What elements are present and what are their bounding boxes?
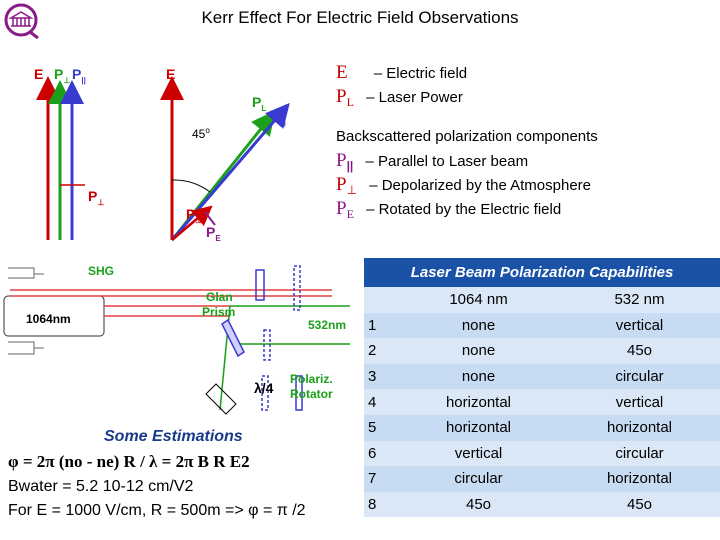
cell-532: 45o [559,491,720,518]
table-row: 7 circular horizontal [364,466,720,492]
column-header-532: 532 nm [559,287,720,313]
cell-532: horizontal [606,419,673,437]
page-title: Kerr Effect For Electric Field Observati… [201,8,519,27]
label-pperp-left: P⊥ [54,66,71,85]
row-index: 7 [368,470,377,488]
cell-1064: horizontal [445,419,512,437]
cell-1064: none [461,316,496,334]
row-index: 3 [368,368,377,386]
cell-532: 45o [559,338,720,364]
row-index: 1 [368,316,377,334]
table-row: 5 horizontal horizontal [364,415,720,441]
cell-532: horizontal [606,470,673,488]
cell-532: vertical [615,316,664,334]
row-index: 5 [368,419,377,437]
cell-532: circular [559,440,720,467]
label-ppar-left: P|| [72,66,86,85]
rotator-label-1: Polariz. [290,372,333,386]
quarter-wave-label: λ/4 [254,380,274,396]
label-pbottom-left: P⊥ [88,188,105,207]
estimation-phase-formula: φ = 2π (no - ne) R / λ = 2π B R E2 [8,452,250,471]
angle-label: 45o [192,126,210,141]
estimation-b-water: Bwater = 5.2 10-12 cm/V2 [8,478,194,495]
label-pperp-right: P⊥ [186,206,203,225]
backscatter-heading: Backscattered polarization components [336,128,598,145]
pe-vector [204,211,216,226]
table-header-row: 1064 nm 532 nm [364,287,720,313]
label-e-right: E [166,66,176,82]
p-perp-vector-2 [171,205,213,241]
estimations-heading: Some Estimations [104,428,243,445]
label-pe-right: PE [206,224,221,243]
row-index: 8 [364,491,398,518]
label-ppar-right: P|| [272,108,286,127]
angle-arc [171,179,211,193]
glan-prism-label-2: Prism [202,305,236,319]
green-wavelength-label: 532nm [308,318,347,332]
table-row: 3 none circular [364,364,720,390]
backscatter-depolarized: P⊥ – Depolarized by the Atmosphere [336,174,592,197]
cell-532: circular [615,368,664,386]
label-pl-right: PL [252,94,267,113]
cell-1064: vertical [398,440,559,467]
backscatter-parallel: P|| – Parallel to Laser beam [336,150,529,173]
laser-wavelength-label: 1064nm [26,312,71,326]
cell-1064: horizontal [398,389,559,415]
p-par-vector-2 [170,102,290,241]
label-e-left: E [34,66,44,82]
row-index: 2 [364,338,398,364]
cell-532: vertical [559,389,720,415]
optics-schematic [3,265,350,415]
cell-1064: 45o [398,491,559,518]
column-header-1064: 1064 nm [398,287,559,313]
backscatter-rotated: PE – Rotated by the Electric field [336,198,562,221]
rotator-label-2: Rotator [290,387,333,401]
table-corner [364,287,398,313]
cell-1064: circular [454,470,503,488]
row-index: 4 [364,389,398,415]
legend-laser-power: PL – Laser Power [336,86,463,109]
institution-logo [4,3,39,40]
cell-1064: none [461,368,496,386]
cell-1064: none [398,338,559,364]
table-title: Laser Beam Polarization Capabilities [364,258,720,287]
glan-prism-label-1: Glan [206,290,233,304]
shg-label: SHG [88,264,115,278]
row-index: 6 [364,440,398,467]
table-row: 1 none vertical [364,313,720,339]
estimation-for-e: For E = 1000 V/cm, R = 500m => φ = π /2 [8,502,306,519]
legend-electric-field: E – Electric field [336,62,468,83]
